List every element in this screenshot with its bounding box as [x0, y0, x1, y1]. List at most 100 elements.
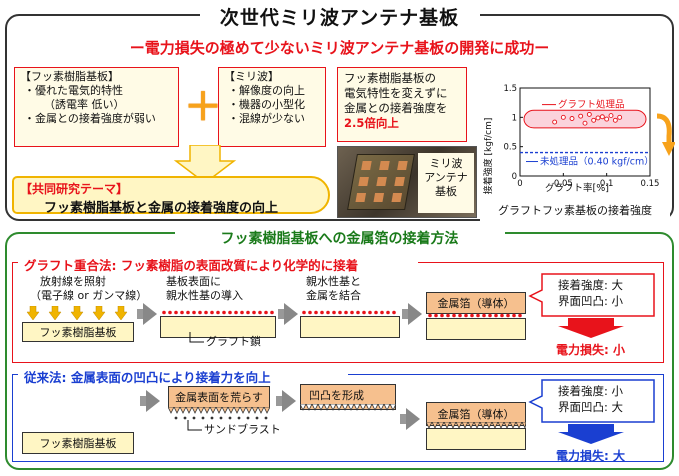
- graft-chain-dot: [380, 310, 384, 315]
- pointer-icon: [189, 332, 204, 343]
- chart-point: [599, 114, 605, 120]
- conventional-final-substrate: [426, 428, 526, 450]
- graft-chain-dot: [174, 310, 178, 315]
- chart-plot-frame: [519, 87, 651, 177]
- graft-chain-dot: [216, 310, 220, 315]
- graft-chain-dot: [470, 313, 474, 318]
- process-arrow-icon: [282, 390, 296, 412]
- graft-step2-text: 基板表面に 親水性基の導入: [166, 275, 243, 302]
- conventional-base-substrate: フッ素樹脂基板: [22, 432, 134, 454]
- graft-chain-dot: [434, 313, 438, 318]
- photo-label-bg: [418, 153, 474, 213]
- sand-particle: [174, 416, 178, 420]
- graft-chain-dot: [270, 310, 274, 315]
- graft-result-text: 接着強度: 大 界面凹凸: 小: [558, 278, 624, 308]
- fluoro-box-line: ・金属との接着強度が弱い: [24, 112, 156, 125]
- graft-chain-dot: [210, 310, 214, 315]
- graft-chain-dot: [264, 310, 268, 315]
- graft-chain-dot: [240, 310, 244, 315]
- process-arrow-icon: [146, 390, 160, 412]
- mmwave-box: 【ミリ波】 ・解像度の向上 ・機器の小型化 ・混線が少ない: [218, 67, 326, 147]
- result-note-line: フッ素樹脂基板の: [344, 71, 436, 85]
- graft-chain-dot: [458, 313, 462, 318]
- plus-sign: ＋: [184, 85, 223, 129]
- chart-point: [612, 117, 618, 123]
- graft-chain-dot: [476, 313, 480, 318]
- sand-particle: [228, 416, 232, 420]
- graft-chain-dot: [488, 313, 492, 318]
- sand-particle: [192, 416, 196, 420]
- conventional-result-text: 接着強度: 小 界面凹凸: 大: [558, 384, 624, 414]
- sand-particle: [210, 416, 214, 420]
- chart-point: [578, 113, 584, 119]
- graft-chain-dot: [222, 310, 226, 315]
- fluoro-box-line: （誘電率 低い）: [44, 98, 125, 111]
- chart-title: グラフトフッ素基板の接着強度: [498, 203, 652, 217]
- curved-arrow-icon: [656, 113, 675, 156]
- fluoro-box-line: ・優れた電気的特性: [24, 84, 123, 97]
- graft-chain-dot: [314, 310, 318, 315]
- antenna-board: [347, 154, 415, 210]
- graft-section-title: グラフト重合法: フッ素樹脂の表面改質により化学的に接着: [24, 258, 359, 273]
- roughen-metal-box: 金属表面を荒らす: [168, 386, 270, 408]
- graft-metal-foil: 金属箔（導体）: [426, 292, 526, 314]
- graft-chain-dot: [386, 310, 390, 315]
- graft-chain-dot: [228, 310, 232, 315]
- chart-point: [569, 116, 575, 121]
- graft-chain-dot: [350, 310, 354, 315]
- antenna-photo: ミリ波 アンテナ 基板: [337, 146, 477, 218]
- graft-chain-dot: [302, 310, 306, 315]
- graft-chain-dots: [162, 310, 274, 315]
- graft-base-substrate: フッ素樹脂基板: [22, 322, 134, 342]
- chart-point: [608, 113, 614, 119]
- photo-label: ミリ波 アンテナ 基板: [424, 157, 468, 198]
- process-arrow-icon: [143, 303, 157, 325]
- result-note-line: 金属との接着強度を: [344, 101, 448, 115]
- graft-chain-dot: [428, 313, 432, 318]
- chart-point: [582, 120, 588, 126]
- down-arrow-icon: [173, 145, 237, 184]
- graft-chain-dot: [252, 310, 256, 315]
- chart-point: [591, 117, 597, 123]
- graft-chain-dot: [308, 310, 312, 315]
- result-note-box: フッ素樹脂基板の 電気特性を変えずに 金属との接着強度を 2.5倍向上: [337, 67, 467, 142]
- graft-chain-dot: [234, 310, 238, 315]
- graft-chain-dot: [326, 310, 330, 315]
- chart-point: [552, 119, 558, 125]
- chart-ytick-label: 1: [512, 113, 517, 123]
- graft-power-loss: 電力損失: 小: [556, 343, 625, 357]
- graft-chain-dot: [374, 310, 378, 315]
- chart-xlabel: グラフト率[%]: [545, 182, 609, 194]
- graft-chain-dot: [180, 310, 184, 315]
- sand-particle: [255, 416, 259, 420]
- chart-ylabel: 接着強度 [kgf/cm]: [482, 118, 494, 195]
- graft-chain-dot: [338, 310, 342, 315]
- graft-chain-dot: [446, 313, 450, 318]
- graft-chain-dot: [332, 310, 336, 315]
- graft-chain-dot: [482, 313, 486, 318]
- graft-chain-dot: [494, 313, 498, 318]
- pointer-icon: [187, 420, 202, 431]
- graft-result-callout: [528, 273, 655, 338]
- chart-ytick-label: 0: [512, 172, 517, 182]
- sandblast-label: サンドブラスト: [204, 423, 281, 436]
- graft-step1-text: 放射線を照射 （電子線 or ガンマ線）: [30, 275, 148, 302]
- result-note-highlight: 2.5倍向上: [344, 116, 399, 130]
- chart-reference-label: 未処理品（0.40 kgf/cm）: [540, 156, 654, 168]
- chart-band-label: グラフト処理品: [558, 99, 625, 111]
- graft-chain-dot: [258, 310, 262, 315]
- graft-chain-dot: [452, 313, 456, 318]
- graft-step3-text: 親水性基と 金属を結合: [306, 275, 361, 302]
- chart-xtick-label: 0.05: [554, 179, 573, 189]
- graft-chain-dot: [440, 313, 444, 318]
- chart-point: [604, 116, 610, 122]
- mmwave-box-line: ・解像度の向上: [228, 84, 305, 97]
- graft-chain-dot: [344, 310, 348, 315]
- graft-chain-dot: [368, 310, 372, 315]
- joint-research-theme-box: 【共同研究テーマ】 フッ素樹脂基板と金属の接着強度の向上: [12, 176, 330, 216]
- chart-xtick-label: 0.15: [641, 179, 660, 189]
- sand-particle: [201, 416, 205, 420]
- subtitle: ー電力損失の極めて少ないミリ波アンテナ基板の開発に成功ー: [129, 39, 550, 57]
- result-note-line: 電気特性を変えずに: [344, 86, 448, 100]
